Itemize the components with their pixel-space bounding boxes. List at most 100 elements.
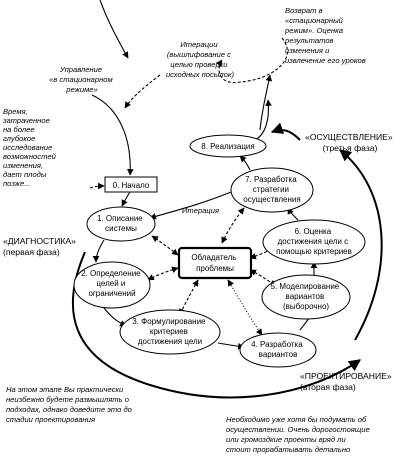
edge-iter-top (124, 74, 161, 109)
edge-owner-n4 (227, 279, 263, 336)
svg-text:1. Описание системы: 1. Описание системы (97, 214, 145, 233)
svg-text:«ПРОЕКТИРОВАНИЕ» (вторая: «ПРОЕКТИРОВАНИЕ» (вторая фаза) (300, 371, 394, 392)
edge-iteration-n7-n1 (149, 189, 237, 220)
edge-n8-out (254, 99, 272, 141)
edge-time-note (89, 182, 105, 190)
edge-n7-n8 (239, 155, 251, 171)
node-6-line-1: 6. Оценка (295, 227, 332, 236)
node-7-line-1: 7. Разработка (245, 175, 297, 184)
control-line-1: Управление (59, 65, 102, 74)
node-6 (262, 219, 366, 265)
phase-implementation-line-2: (третья фаза) (323, 143, 378, 153)
iteration-top-line-1: Итерации (180, 40, 218, 49)
node-7-line-3: осуществления (243, 195, 300, 204)
phase-design-line-2: (вторая фаза) (300, 382, 356, 392)
return-note-line-1: Возврат в (285, 6, 323, 15)
node-7 (230, 167, 314, 213)
note-bottom-left-line-1: На этом этапе Вы практически (6, 385, 124, 394)
note-bottom-right-line-3: или громоздкие проекты вряд ли (226, 435, 346, 444)
node-5-line-3: (выборочно) (283, 302, 329, 311)
edge-outer-impl (270, 122, 301, 141)
time-note-line-7: изменения, (3, 161, 43, 170)
time-note-line-4: глубокое (3, 134, 35, 143)
edge-start-n1 (121, 191, 131, 207)
node-3-line-3: достижения цели (138, 337, 202, 346)
svg-text:Управление «в стационарн: Управление «в стационарном режиме» (49, 65, 115, 94)
node-1-line-1: 1. Описание (97, 214, 143, 223)
svg-text:3. Формулирование критер: 3. Формулирование критериев достижения ц… (132, 317, 208, 346)
phase-diagnostics-line-1: «ДИАГНОСТИКА» (3, 236, 76, 246)
svg-text:Итерации (вышлифование с: Итерации (вышлифование с целью проверки … (166, 40, 235, 79)
node-2 (73, 261, 151, 309)
edge-control-to-start (91, 94, 134, 176)
node-6-line-3: помощью критериев (276, 247, 352, 256)
svg-text:На этом этапе Вы практически: На этом этапе Вы практически неизбежно б… (6, 385, 134, 424)
phase-implementation-line-1: «ОСУЩЕСТВЛЕНИЕ» (305, 132, 393, 142)
control-line-3: режиме» (65, 85, 97, 94)
return-note-line-5: изменения и (285, 46, 330, 55)
svg-text:6. Оценка достижения цел: 6. Оценка достижения цели с помощью крит… (276, 227, 352, 256)
node-7-line-2: стратегии (253, 185, 289, 194)
edge-outer-diag (71, 251, 361, 399)
svg-text:Обладатель проблемы: Обладатель проблемы (191, 253, 238, 273)
node-8 (189, 134, 267, 158)
node-5-line-2: вариантов (286, 292, 325, 301)
node-3-line-1: 3. Формулирование (132, 317, 206, 326)
edge-n2-n3 (103, 307, 127, 327)
note-bottom-right-line-2: осуществлении. Очень дорогостоящие (226, 425, 370, 434)
node-2-line-1: 2. Определение (81, 269, 141, 278)
svg-text:2. Определение целей и: 2. Определение целей и ограничений (81, 269, 143, 298)
note-bottom-right-line-1: Необходимо уже хотя бы подумать об (226, 415, 367, 424)
svg-text:Возврат в «стационарный: Возврат в «стационарный режим». Оценка р… (284, 6, 366, 65)
return-note-line-4: результатов (284, 36, 334, 45)
edge-n8-to-return (259, 74, 273, 131)
time-note-line-2: затраченное (2, 116, 50, 125)
return-note-line-6: извлечение его уроков (285, 56, 366, 65)
phase-design-line-1: «ПРОЕКТИРОВАНИЕ» (300, 371, 392, 381)
edge-owner-n1 (151, 235, 179, 256)
edge-owner-n7 (221, 207, 245, 244)
node-owner-line-1: Обладатель (191, 253, 236, 262)
time-note-line-6: возможностей (3, 152, 57, 161)
svg-text:Необходимо уже хотя бы подумат: Необходимо уже хотя бы подумать об осуще… (226, 415, 372, 454)
edge-return-loop (215, 37, 288, 84)
svg-text:«ДИАГНОСТИКА» (первая фа: «ДИАГНОСТИКА» (первая фаза) (3, 236, 78, 257)
time-note-line-9: позже... (3, 179, 31, 188)
note-bottom-left-line-2: неизбежно будете размышлять о (6, 395, 129, 404)
node-start-label: 0. Начало (113, 181, 150, 190)
node-8-label: 8. Реализация (201, 142, 254, 151)
time-note-line-3: на более (3, 125, 35, 134)
node-1-line-2: системы (105, 224, 137, 233)
svg-text:«ОСУЩЕСТВЛЕНИЕ» (третья: «ОСУЩЕСТВЛЕНИЕ» (третья фаза) (305, 132, 395, 153)
note-bottom-left-line-3: подходах, однако доведите это до (6, 405, 132, 414)
node-start-box (104, 176, 158, 193)
note-bottom-left-line-4: стадии проектирования (6, 415, 95, 424)
node-3-line-2: критериев (150, 327, 188, 336)
edge-start-in (99, 0, 129, 59)
edge-outer-design (339, 149, 383, 341)
node-3 (119, 309, 221, 355)
label-iteration-inner: Итерация (182, 206, 219, 215)
annotations: Итерация Итерации (вышлифование с целью … (2, 6, 395, 454)
node-5 (261, 274, 351, 320)
svg-text:7. Разработка стратегии: 7. Разработка стратегии осуществления (243, 175, 300, 204)
edge-n3-n4 (217, 342, 245, 350)
svg-text:5. Моделирование вариант: 5. Моделирование вариантов (выборочно) (271, 282, 342, 311)
node-4-line-1: 4. Разработка (251, 340, 303, 349)
iteration-top-line-3: целью проверки (170, 60, 228, 69)
edge-owner-n2 (147, 266, 179, 281)
node-2-line-3: ограничений (88, 289, 135, 298)
svg-text:Время, затраченное: Время, затраченное на более глубокое исс… (2, 107, 58, 188)
return-note-line-2: «стационарный (285, 16, 344, 25)
iteration-top-line-2: (вышлифование с (167, 50, 231, 59)
node-4-line-2: вариантов (259, 350, 298, 359)
return-note-line-3: режим». Оценка (284, 26, 343, 35)
node-4 (239, 332, 317, 368)
node-1 (86, 206, 156, 242)
phase-diagnostics-line-2: (первая фаза) (3, 247, 60, 257)
note-bottom-right-line-4: стоит прорабатывать детально (226, 445, 350, 454)
node-6-line-2: достижения цели с (278, 237, 349, 246)
iteration-top-line-4: исходных посылок) (166, 70, 235, 79)
node-owner-box (177, 246, 253, 280)
